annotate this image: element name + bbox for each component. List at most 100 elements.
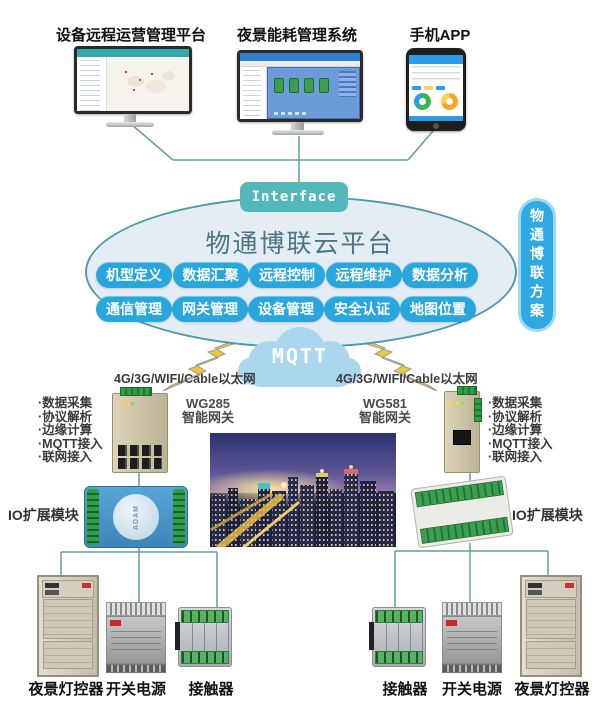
gateway-name-text: 智能网关: [358, 410, 411, 425]
terminal-connector: [474, 398, 482, 422]
mqtt-label: MQTT: [271, 344, 329, 368]
network-label-left: 4G/3G/WIFI/Cable以太网: [114, 372, 256, 386]
gateway-right-device: [444, 386, 482, 473]
gateway-features-right: ·数据采集 ·协议解析 ·边缘计算 ·MQTT接入 ·联网接入: [488, 396, 553, 465]
cabinet-door: [43, 641, 93, 669]
map-screen: [77, 49, 189, 111]
contactor-right-device: [369, 607, 426, 667]
energy-system-label: 夜景能耗管理系统: [236, 27, 357, 44]
io-module-left-label: IO扩展模块: [8, 507, 79, 523]
psu-label-lines: [447, 631, 497, 653]
module-brand-text: ADAM: [132, 504, 140, 530]
cloud-function-chip: 设备管理: [248, 296, 324, 322]
status-leds: [451, 402, 454, 405]
cloud-function-chip: 远程维护: [325, 262, 402, 288]
interface-box: Interface: [240, 182, 348, 212]
module-faceplate: ADAM: [113, 494, 159, 540]
serial-ports: [118, 458, 162, 469]
cloud-platform-title: 物通博联云平台: [205, 230, 395, 258]
feature-item: ·边缘计算: [38, 423, 93, 437]
screen-sidebar: [240, 67, 268, 119]
terminal-row: [106, 664, 166, 673]
solution-banner-text: 物通博联方案: [529, 208, 545, 322]
status-leds: [121, 402, 124, 405]
device-label-light-controller-right: 夜景灯控器: [514, 681, 590, 698]
device-label-power-supply-left: 开关电源: [105, 681, 166, 698]
mounting-clip: [175, 622, 180, 650]
donut-chart-orange: [441, 93, 458, 110]
feature-item: ·MQTT接入: [488, 436, 553, 451]
feature-item: ·数据采集: [488, 396, 543, 410]
power-supply-left-device: [106, 602, 166, 673]
feature-item: ·联网接入: [488, 450, 543, 464]
terminal-strip: [375, 651, 423, 664]
scada-panel: [267, 67, 360, 119]
cloud-function-chip: 机型定义: [96, 262, 172, 288]
breaker-blocks: [528, 583, 542, 588]
gateway-name-text: 智能网关: [181, 410, 234, 425]
app-header-bar: [409, 55, 463, 64]
heatsink-fins: [106, 602, 166, 616]
cabinet-door: [526, 641, 576, 669]
monitor-stand: [291, 122, 304, 132]
scada-screen: [240, 53, 360, 119]
cloud-function-chip: 远程控制: [249, 262, 325, 288]
scada-buttons-grid: [339, 71, 356, 97]
feature-item: ·协议解析: [38, 409, 93, 424]
gateway-features-left: ·数据采集 ·协议解析 ·边缘计算 ·MQTT接入 ·联网接入: [38, 396, 103, 465]
remote-platform-label: 设备远程运营管理平台: [56, 27, 207, 44]
terminal-connector: [120, 387, 152, 396]
cloud-function-chip: 通信管理: [96, 296, 172, 322]
terminal-connector: [457, 386, 477, 395]
power-supply-right-device: [442, 602, 502, 673]
city-night-photo: [210, 433, 396, 547]
breaker-blocks: [45, 583, 59, 588]
contactor-left-device: [175, 607, 232, 667]
device-icons: [274, 78, 330, 93]
io-module-right-label: IO扩展模块: [512, 507, 583, 523]
app-list-rows: [412, 66, 460, 84]
io-module-left-device: ADAM: [84, 486, 188, 548]
gateway-model-left: WG285 智能网关: [175, 397, 241, 425]
screen-header-bar: [240, 53, 360, 61]
cabinet-top-panel: [525, 580, 577, 598]
cloud-function-chip: 数据分析: [402, 262, 478, 288]
light-controller-cabinet-left: [37, 575, 99, 677]
energy-system-monitor: [237, 50, 363, 122]
monitor-base: [106, 122, 154, 127]
ethernet-ports: [118, 445, 162, 456]
feature-item: ·联网接入: [38, 450, 93, 464]
cloud-function-chip: 数据汇聚: [172, 262, 249, 288]
cabinet-door: [43, 599, 93, 639]
device-label-light-controller-left: 夜景灯控器: [28, 681, 104, 698]
psu-label-lines: [111, 631, 161, 653]
mqtt-cloud: [238, 327, 361, 387]
gateway-model-text: WG581: [362, 396, 408, 411]
feature-item: ·边缘计算: [488, 423, 543, 437]
terminal-strip: [375, 610, 423, 623]
gateway-model-right: WG581 智能网关: [352, 397, 418, 425]
scada-footer-icons: [274, 112, 279, 115]
solution-banner: 物通博联方案: [518, 198, 556, 332]
mobile-app-label: 手机APP: [409, 27, 471, 44]
indicator-red: [565, 583, 574, 588]
device-label-power-supply-right: 开关电源: [441, 681, 502, 698]
terminal-strip: [87, 489, 99, 545]
light-controller-cabinet-right: [520, 575, 582, 677]
cloud-function-chip: 安全认证: [324, 296, 400, 322]
cloud-function-chip: 地图位置: [400, 296, 476, 322]
monitor-base: [272, 130, 324, 135]
monitor-stand: [124, 114, 136, 124]
heatsink-fins: [442, 602, 502, 616]
terminal-strip: [181, 651, 229, 664]
home-button: [433, 123, 439, 129]
ethernet-port: [453, 430, 471, 445]
map-markers: [125, 71, 128, 73]
brand-logo: [446, 620, 457, 626]
cloud-function-row-1: 机型定义 数据汇聚 远程控制 远程维护 数据分析: [96, 262, 478, 288]
terminal-row: [442, 664, 502, 673]
feature-item: ·MQTT接入: [38, 436, 103, 451]
feature-item: ·数据采集: [38, 396, 93, 410]
gateway-left-device: [112, 387, 168, 473]
